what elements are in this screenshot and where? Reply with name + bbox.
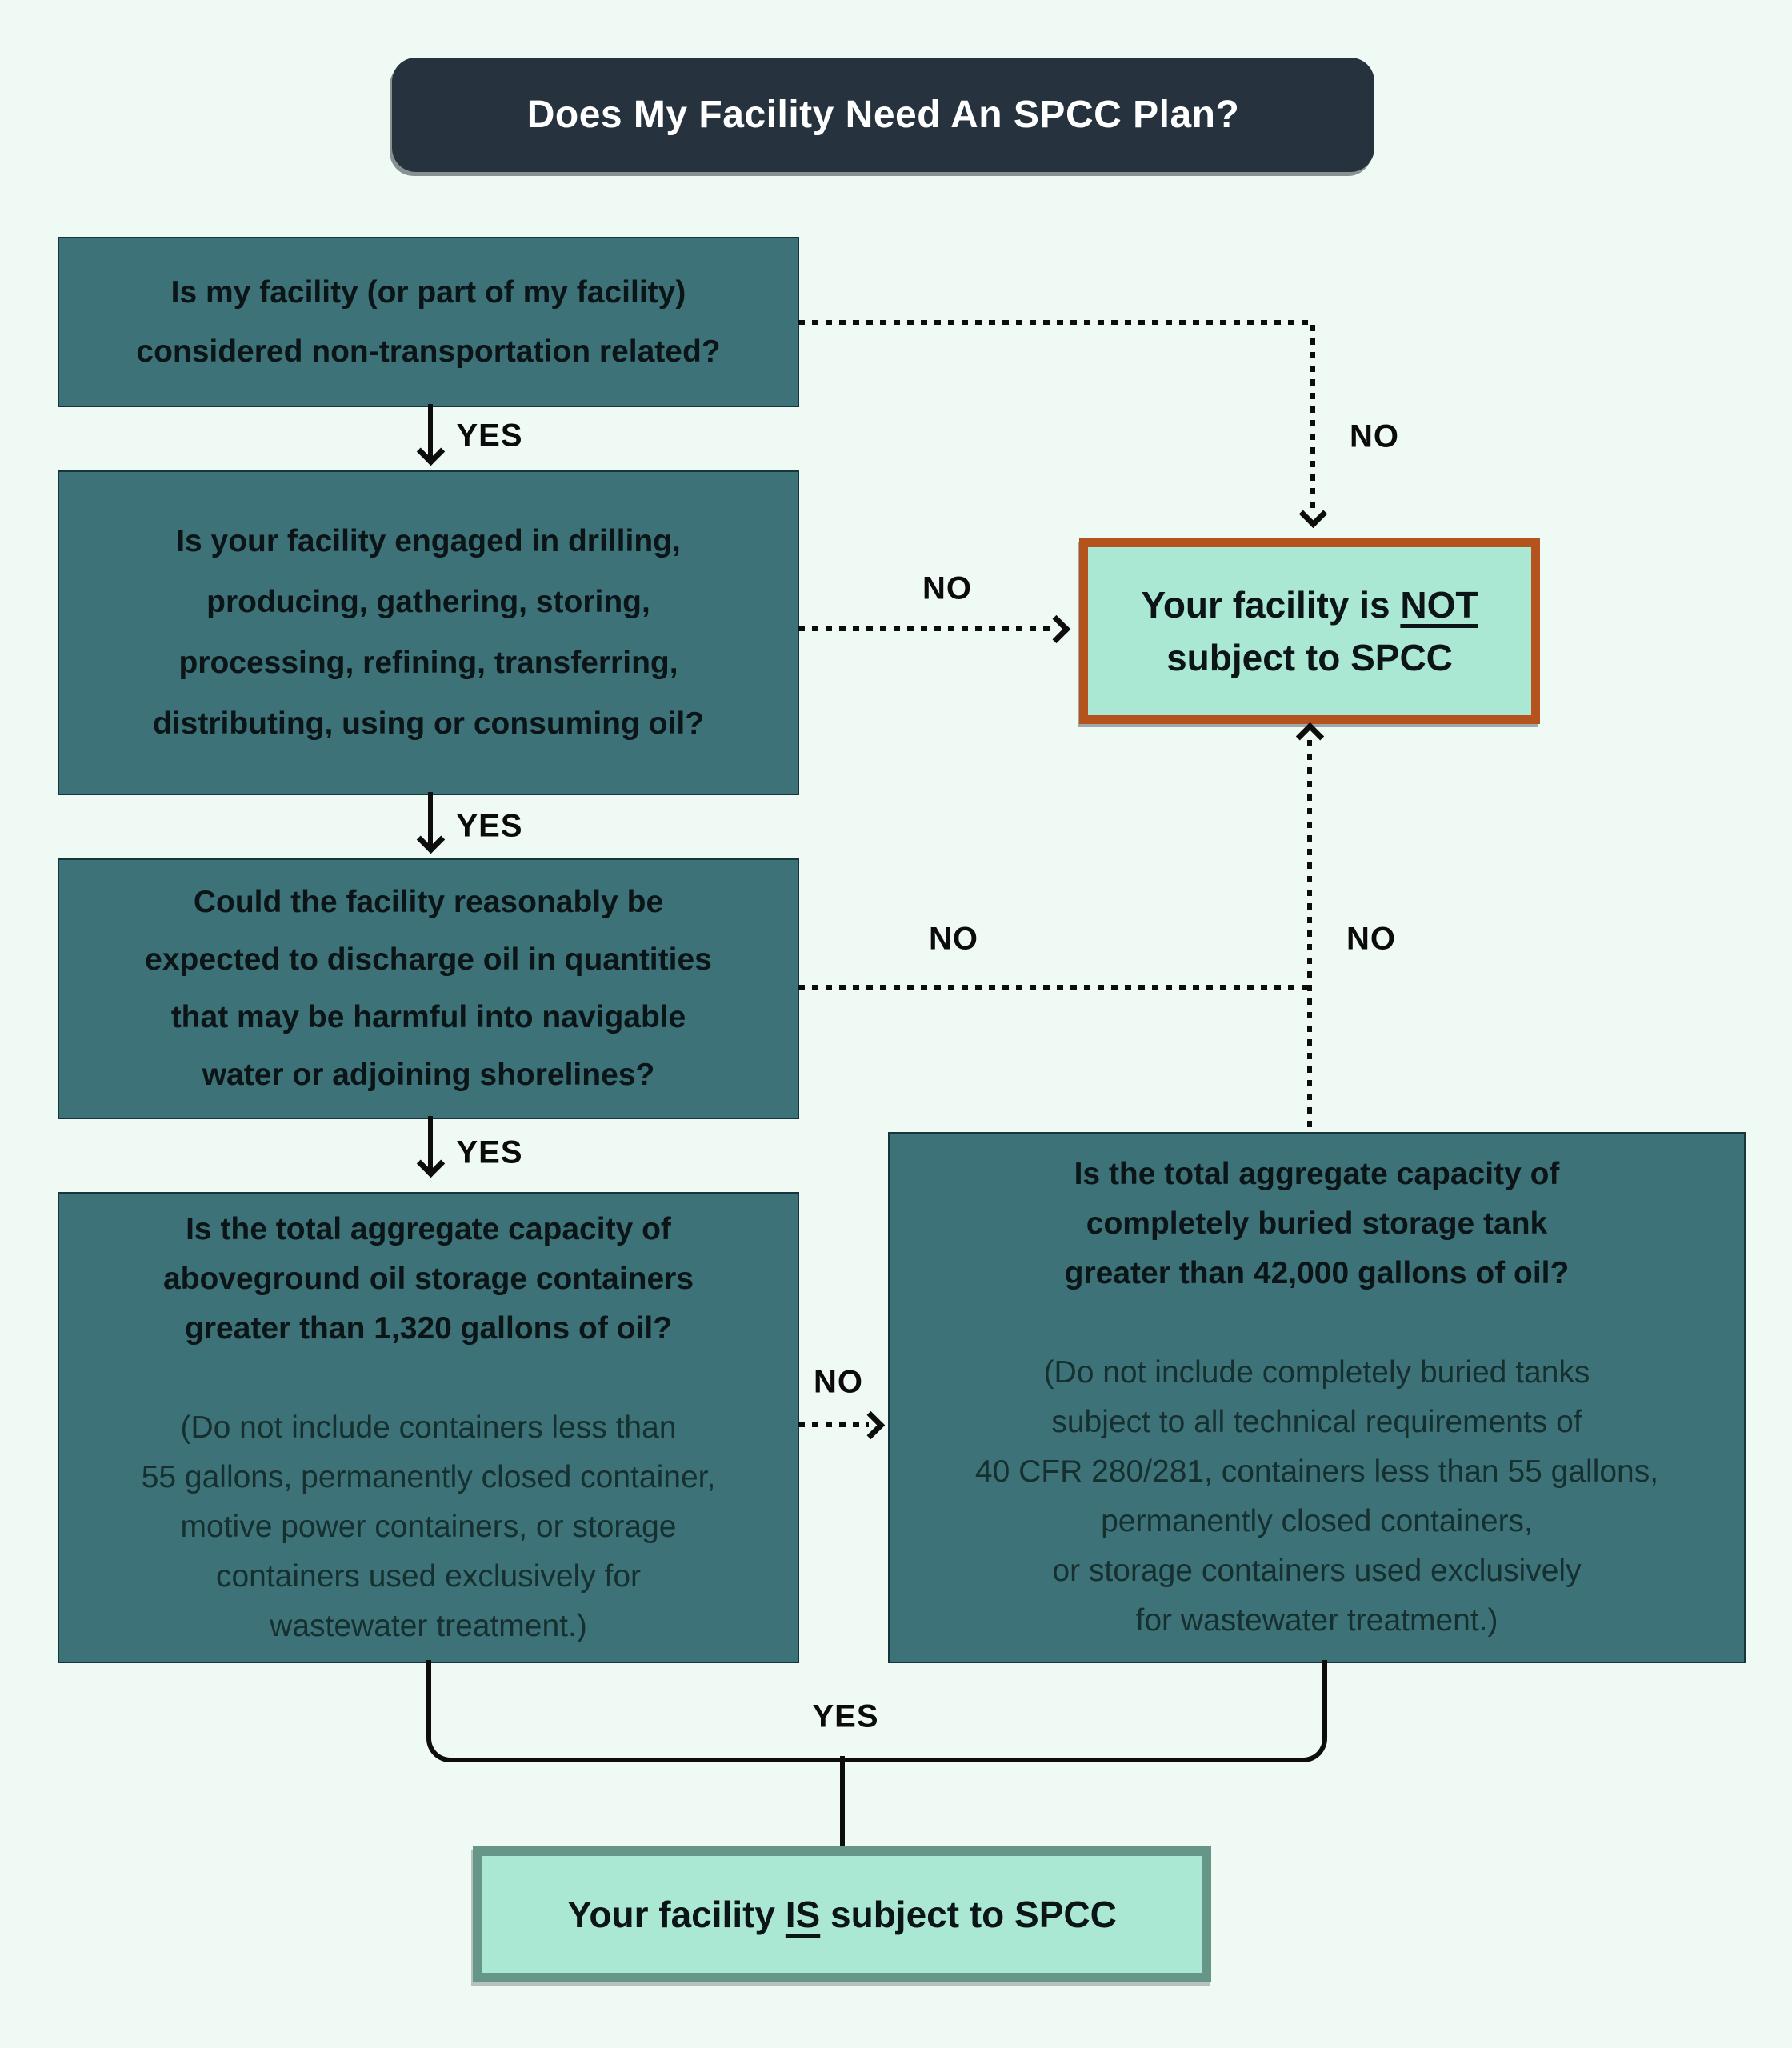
question-line: producing, gathering, storing, xyxy=(206,585,650,619)
yes-arrow-3-head-icon xyxy=(416,1149,446,1178)
question-box-oil-activity: Is your facility engaged in drilling, pr… xyxy=(58,470,799,795)
no-path-q4-horizontal xyxy=(798,1422,869,1427)
yes-arrow-2-head-icon xyxy=(416,825,446,854)
question-note-line: (Do not include completely buried tanks xyxy=(1043,1355,1590,1390)
yes-arrow-3-line xyxy=(428,1116,433,1170)
yes-arrow-1-line xyxy=(428,404,433,458)
question-line: Is the total aggregate capacity of xyxy=(186,1211,671,1246)
question-line: Is the total aggregate capacity of xyxy=(1074,1157,1560,1191)
title-banner: Does My Facility Need An SPCC Plan? xyxy=(392,58,1374,172)
question-line: considered non-transportation related? xyxy=(136,334,721,369)
question-line: Is your facility engaged in drilling, xyxy=(176,524,681,558)
no-path-q1-vertical xyxy=(1310,325,1315,510)
question-line: water or adjoining shorelines? xyxy=(202,1058,655,1092)
yes-merge-bracket xyxy=(426,1660,1327,1762)
label-no-4: NO xyxy=(1346,921,1396,957)
label-no-5: NO xyxy=(814,1364,863,1400)
question-line: greater than 42,000 gallons of oil? xyxy=(1064,1256,1570,1290)
question-box-discharge: Could the facility reasonably be expecte… xyxy=(58,858,799,1119)
question-note-line: motive power containers, or storage xyxy=(180,1509,677,1544)
label-yes-2: YES xyxy=(456,808,523,844)
outcome-text-underlined: NOT xyxy=(1400,584,1478,626)
question-line: distributing, using or consuming oil? xyxy=(153,706,704,741)
no-path-q5-vertical xyxy=(1307,740,1312,1132)
question-box-non-transportation: Is my facility (or part of my facility) … xyxy=(58,237,799,407)
question-line: Could the facility reasonably be xyxy=(193,885,664,919)
question-line: that may be harmful into navigable xyxy=(170,1000,686,1034)
no-path-q4-head-icon xyxy=(856,1410,886,1440)
question-note-line: 40 CFR 280/281, containers less than 55 … xyxy=(974,1454,1659,1489)
question-box-aboveground-capacity: Is the total aggregate capacity of above… xyxy=(58,1192,799,1663)
question-note-line: subject to all technical requirements of xyxy=(1051,1405,1582,1439)
yes-arrow-1-head-icon xyxy=(416,437,446,466)
label-yes-4: YES xyxy=(812,1698,879,1734)
question-line: aboveground oil storage containers xyxy=(162,1261,694,1296)
question-box-buried-capacity: Is the total aggregate capacity of compl… xyxy=(888,1132,1746,1663)
question-note-line: permanently closed containers, xyxy=(1101,1504,1533,1538)
question-note-line: or storage containers used exclusively xyxy=(1052,1554,1582,1588)
outcome-not-line1: Your facility is NOT xyxy=(1142,578,1478,631)
page-title: Does My Facility Need An SPCC Plan? xyxy=(526,94,1240,136)
outcome-text: subject to SPCC xyxy=(820,1894,1117,1935)
label-no-3: NO xyxy=(929,921,978,957)
outcome-not-line2: subject to SPCC xyxy=(1166,637,1453,678)
question-line: Is my facility (or part of my facility) xyxy=(170,274,686,310)
question-note-line: for wastewater treatment.) xyxy=(1135,1603,1498,1638)
no-path-q2-head-icon xyxy=(1042,614,1071,644)
no-path-q1-head-icon xyxy=(1298,499,1328,529)
no-path-q2-horizontal xyxy=(798,626,1053,631)
question-line: processing, refining, transferring, xyxy=(178,646,678,680)
outcome-text: Your facility xyxy=(567,1894,786,1935)
question-line: completely buried storage tank xyxy=(1086,1206,1548,1241)
label-yes-3: YES xyxy=(456,1134,523,1170)
outcome-is-subject-box: Your facility IS subject to SPCC xyxy=(473,1846,1211,1982)
no-path-q3-horizontal xyxy=(798,985,1310,990)
no-path-q5-head-icon xyxy=(1295,722,1325,751)
question-note-line: (Do not include containers less than xyxy=(180,1410,677,1445)
outcome-is-line: Your facility IS subject to SPCC xyxy=(567,1893,1117,1936)
outcome-text: Your facility is xyxy=(1141,584,1401,626)
no-path-q1-horizontal xyxy=(798,320,1315,325)
question-note-line: wastewater treatment.) xyxy=(270,1608,587,1643)
label-yes-1: YES xyxy=(456,418,523,454)
outcome-not-subject-box: Your facility is NOT subject to SPCC xyxy=(1079,538,1540,724)
outcome-text-underlined: IS xyxy=(785,1894,821,1935)
question-note-line: containers used exclusively for xyxy=(215,1558,642,1594)
question-note-line: 55 gallons, permanently closed container… xyxy=(141,1459,716,1494)
yes-merge-drop-line xyxy=(840,1756,845,1846)
question-line: greater than 1,320 gallons of oil? xyxy=(185,1310,672,1346)
question-line: expected to discharge oil in quantities xyxy=(145,942,712,977)
yes-arrow-2-line xyxy=(428,792,433,846)
label-no-1: NO xyxy=(1350,418,1399,454)
label-no-2: NO xyxy=(922,570,972,606)
